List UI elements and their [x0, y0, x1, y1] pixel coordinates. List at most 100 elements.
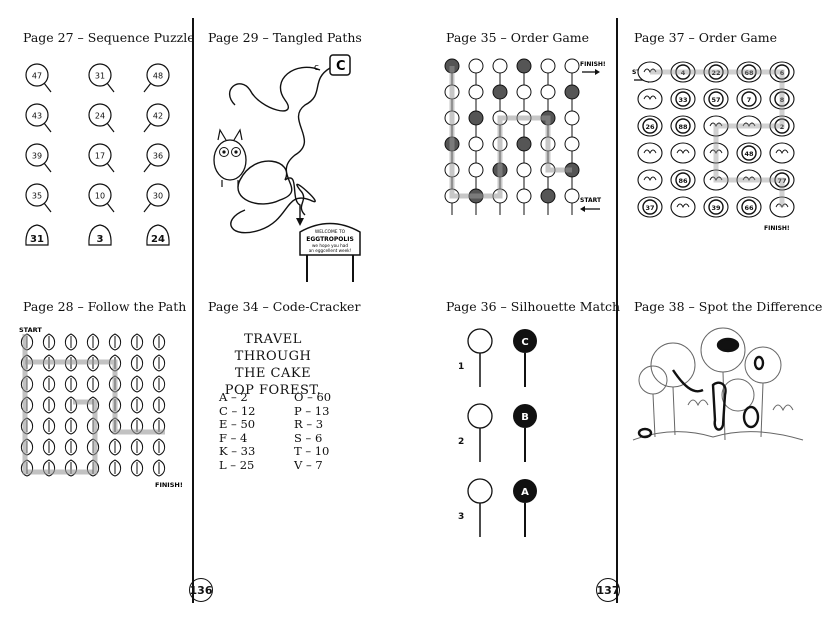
- order-item-number: 2: [780, 123, 785, 131]
- order-item-number: 37: [645, 204, 654, 212]
- maze-leaf: [86, 459, 100, 477]
- cake-pop: [516, 58, 532, 74]
- order-item-badge: [642, 118, 658, 134]
- cake-pop: [492, 58, 508, 74]
- cake-pop: [564, 58, 580, 74]
- magnifier-lens: [146, 183, 170, 207]
- order-item-number: 86: [678, 177, 688, 185]
- sequence-number: 48: [153, 72, 163, 81]
- order-game-35: FINISH! START: [444, 58, 606, 215]
- code-message-line-2: THE CAKE: [234, 366, 312, 381]
- cake-pop: [540, 188, 556, 204]
- order-item-badge: [675, 172, 691, 188]
- magnifier-lens: [88, 63, 112, 87]
- order-item-decoration: [643, 149, 657, 155]
- cake-pop: [516, 162, 532, 178]
- order35-finish: FINISH!: [580, 61, 606, 68]
- maze-leaf: [152, 438, 166, 456]
- order-item-decoration: [775, 149, 789, 155]
- title-page-29: Page 29 – Tangled Paths: [208, 30, 362, 45]
- code-key-item: O – 60: [294, 390, 332, 404]
- maze-leaf: [130, 354, 144, 372]
- cake-pop: [468, 136, 484, 152]
- silhouette-letter: C: [521, 337, 528, 348]
- magnifier-handle: [106, 202, 115, 213]
- cake-pop: [564, 136, 580, 152]
- sequence-answer: 24: [151, 234, 165, 245]
- cake-pop: [468, 162, 484, 178]
- order-item-decoration: [742, 122, 756, 128]
- sequence-number: 24: [95, 112, 105, 121]
- cake-pop: [564, 110, 580, 126]
- maze-leaf: [152, 333, 166, 351]
- maze-leaf: [64, 459, 78, 477]
- order-item-number: 68: [744, 69, 754, 77]
- magnifier-lens: [88, 143, 112, 167]
- silhouette-number: 3: [458, 512, 464, 522]
- title-page-37: Page 37 – Order Game: [634, 30, 778, 45]
- order-item-badge: [774, 91, 790, 107]
- left-column-divider: [192, 18, 194, 603]
- sequence-number: 35: [32, 192, 42, 201]
- title-page-27: Page 27 – Sequence Puzzle: [23, 30, 195, 45]
- magnifier-handle: [43, 122, 52, 133]
- right-column-divider: [616, 18, 618, 603]
- order-item-number: 26: [645, 123, 655, 131]
- code-key-item: T – 10: [294, 444, 330, 459]
- code-key-item: V – 7: [294, 457, 323, 472]
- cake-pop: [516, 84, 532, 100]
- order-item-badge: [741, 145, 757, 161]
- magnifier-handle: [143, 82, 152, 93]
- order-item-number: 4: [681, 69, 686, 77]
- maze-leaf: [64, 438, 78, 456]
- order-item-number: 7: [747, 96, 752, 104]
- sign-line-3: we hope you had: [312, 243, 348, 248]
- magnifier-lens: [25, 143, 49, 167]
- order-item-number: 48: [744, 150, 754, 158]
- magnifier-handle: [143, 122, 152, 133]
- maze-leaf: [108, 438, 122, 456]
- sequence-answer: 31: [30, 234, 44, 245]
- tangled-paths: C c WELCOME TO EGGTROPOLIS we hope you h…: [213, 54, 361, 282]
- magnifier-lens: [25, 103, 49, 127]
- magnifier-lens: [25, 63, 49, 87]
- maze-leaf: [152, 375, 166, 393]
- maze-path: [22, 334, 98, 475]
- egg-answer: [88, 224, 112, 246]
- maze-leaf: [130, 333, 144, 351]
- sequence-number: 43: [32, 112, 42, 121]
- maze-leaf: [130, 459, 144, 477]
- sequence-number: 47: [32, 72, 42, 81]
- cake-pop: [564, 84, 580, 100]
- title-page-38: Page 38 – Spot the Difference: [634, 299, 822, 314]
- cake-pop-outline: [467, 478, 493, 504]
- order-item-decoration: [709, 149, 723, 155]
- order-item-badge: [675, 91, 691, 107]
- order-item-number: 8: [780, 96, 785, 104]
- code-key-right: O – 60 P – 13 R – 3 S – 6 T – 10 V – 7: [294, 390, 332, 473]
- cake-pop: [516, 136, 532, 152]
- order-item-number: 77: [777, 177, 786, 185]
- letter-c: C: [336, 59, 346, 74]
- code-key-left: A – 2 C – 12 E – 50 F – 4 K – 33 L – 25: [219, 390, 256, 473]
- order-item-badge: [774, 64, 790, 80]
- right-page: Page 35 – Order Game FINISH! START Page …: [405, 0, 822, 621]
- code-message-line-1: TRAVEL THROUGH: [234, 332, 312, 364]
- order-item-badge: [708, 199, 724, 215]
- maze-leaf: [42, 333, 56, 351]
- magnifier-lens: [146, 143, 170, 167]
- order-item-decoration: [775, 203, 789, 209]
- eggtropolis-sign: WELCOME TO EGGTROPOLIS we hope you had a…: [299, 222, 361, 282]
- cake-pop: [468, 110, 484, 126]
- sign-line-1: WELCOME TO: [315, 229, 346, 235]
- egg-answer: [25, 224, 49, 246]
- maze-leaf: [152, 459, 166, 477]
- order-item-decoration: [709, 176, 723, 182]
- order-item-badge: [708, 91, 724, 107]
- maze-leaf: [130, 375, 144, 393]
- sign-line-2: EGGTROPOLIS: [306, 236, 354, 243]
- order-item-number: 88: [678, 123, 688, 131]
- silhouette-pop: [513, 404, 537, 428]
